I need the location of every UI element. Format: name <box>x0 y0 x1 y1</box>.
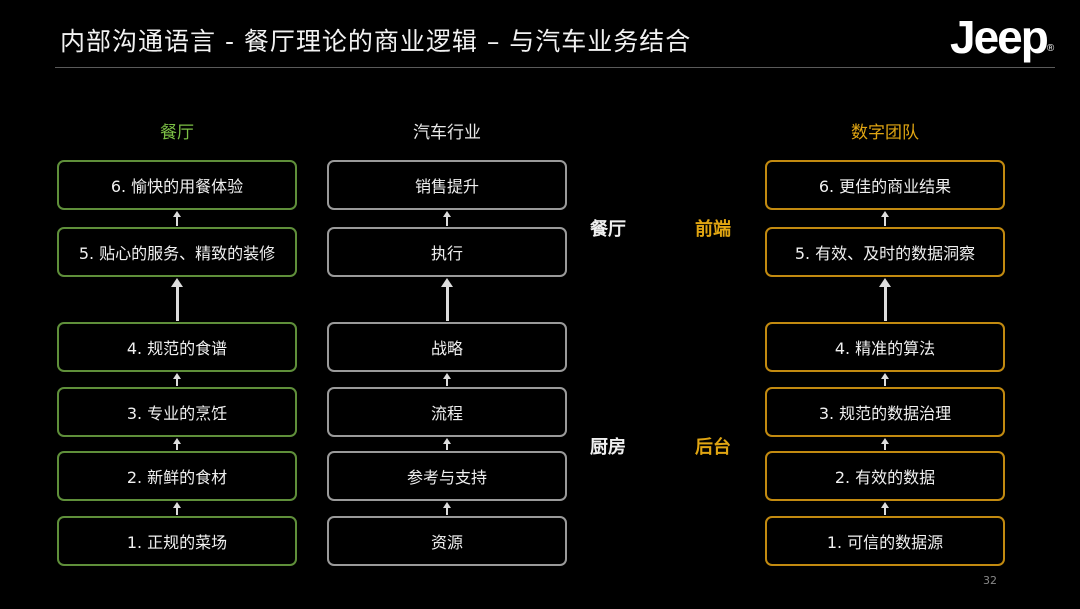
up-arrow-icon <box>171 502 183 515</box>
logo-text: Jeep <box>950 11 1049 63</box>
auto-industry-step-box: 战略 <box>327 322 567 372</box>
up-arrow-icon <box>441 438 453 450</box>
restaurant-step-box: 1. 正规的菜场 <box>57 516 297 566</box>
column-heading-digital-team: 数字团队 <box>851 123 919 143</box>
digital-team-step-box: 6. 更佳的商业结果 <box>765 160 1005 210</box>
title-divider <box>55 67 1055 68</box>
logo-registered-mark: ® <box>1046 43 1055 54</box>
restaurant-step-box: 6. 愉快的用餐体验 <box>57 160 297 210</box>
digital-team-step-box: 4. 精准的算法 <box>765 322 1005 372</box>
up-arrow-icon <box>879 278 891 321</box>
side-label-restaurant: 餐厅 <box>590 219 626 240</box>
jeep-logo: Jeep® <box>950 10 1054 64</box>
digital-team-step-box: 5. 有效、及时的数据洞察 <box>765 227 1005 277</box>
page-title: 内部沟通语言 - 餐厅理论的商业逻辑 – 与汽车业务结合 <box>60 27 692 56</box>
up-arrow-icon <box>171 438 183 450</box>
up-arrow-icon <box>171 211 183 226</box>
side-label-frontend: 前端 <box>695 219 731 240</box>
auto-industry-step-box: 参考与支持 <box>327 451 567 501</box>
restaurant-step-box: 4. 规范的食谱 <box>57 322 297 372</box>
up-arrow-icon <box>879 211 891 226</box>
up-arrow-icon <box>441 278 453 321</box>
restaurant-step-box: 5. 贴心的服务、精致的装修 <box>57 227 297 277</box>
up-arrow-icon <box>441 373 453 386</box>
column-heading-restaurant: 餐厅 <box>160 123 194 143</box>
auto-industry-step-box: 资源 <box>327 516 567 566</box>
restaurant-step-box: 2. 新鲜的食材 <box>57 451 297 501</box>
digital-team-step-box: 2. 有效的数据 <box>765 451 1005 501</box>
restaurant-step-box: 3. 专业的烹饪 <box>57 387 297 437</box>
auto-industry-step-box: 执行 <box>327 227 567 277</box>
auto-industry-step-box: 流程 <box>327 387 567 437</box>
up-arrow-icon <box>171 373 183 386</box>
side-label-kitchen: 厨房 <box>590 437 626 458</box>
up-arrow-icon <box>441 211 453 226</box>
up-arrow-icon <box>441 502 453 515</box>
page-number: 32 <box>983 574 997 587</box>
up-arrow-icon <box>171 278 183 321</box>
up-arrow-icon <box>879 373 891 386</box>
up-arrow-icon <box>879 502 891 515</box>
auto-industry-step-box: 销售提升 <box>327 160 567 210</box>
up-arrow-icon <box>879 438 891 450</box>
column-heading-auto-industry: 汽车行业 <box>413 123 481 143</box>
digital-team-step-box: 1. 可信的数据源 <box>765 516 1005 566</box>
digital-team-step-box: 3. 规范的数据治理 <box>765 387 1005 437</box>
side-label-backend: 后台 <box>695 437 731 458</box>
